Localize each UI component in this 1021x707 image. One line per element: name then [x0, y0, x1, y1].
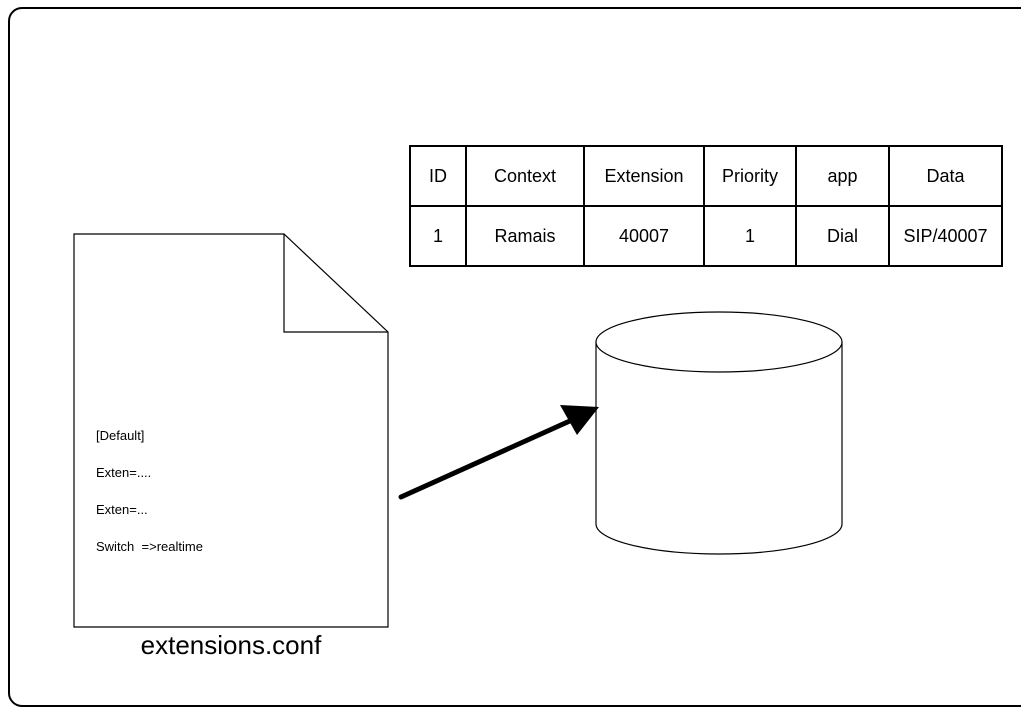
- table-cell-app: Dial: [795, 205, 890, 267]
- config-line: [Default]: [96, 428, 145, 443]
- arrow-icon: [398, 405, 599, 500]
- config-line: Switch =>realtime: [96, 539, 203, 554]
- extensions-table: ID Context Extension Priority app Data 1…: [409, 145, 1003, 267]
- config-line: Exten=...: [96, 502, 148, 517]
- table-row: 1 Ramais 40007 1 Dial SIP/40007: [409, 205, 1003, 267]
- database-cylinder-icon: [595, 311, 843, 555]
- column-header-extension: Extension: [583, 145, 705, 207]
- column-header-context: Context: [465, 145, 585, 207]
- extensions-table-container: ID Context Extension Priority app Data 1…: [409, 145, 1003, 267]
- table-cell-id: 1: [409, 205, 467, 267]
- column-header-app: app: [795, 145, 890, 207]
- config-file-contents: [Default] Exten=.... Exten=... Switch =>…: [96, 424, 203, 572]
- table-cell-priority: 1: [703, 205, 797, 267]
- column-header-data: Data: [888, 145, 1003, 207]
- diagram-frame: [8, 7, 1021, 707]
- column-header-id: ID: [409, 145, 467, 207]
- table-cell-data: SIP/40007: [888, 205, 1003, 267]
- config-line: Exten=....: [96, 465, 152, 480]
- file-name-caption: extensions.conf: [140, 630, 322, 660]
- table-cell-extension: 40007: [583, 205, 705, 267]
- document-icon: [73, 233, 389, 628]
- table-header-row: ID Context Extension Priority app Data: [409, 145, 1003, 207]
- table-cell-context: Ramais: [465, 205, 585, 267]
- column-header-priority: Priority: [703, 145, 797, 207]
